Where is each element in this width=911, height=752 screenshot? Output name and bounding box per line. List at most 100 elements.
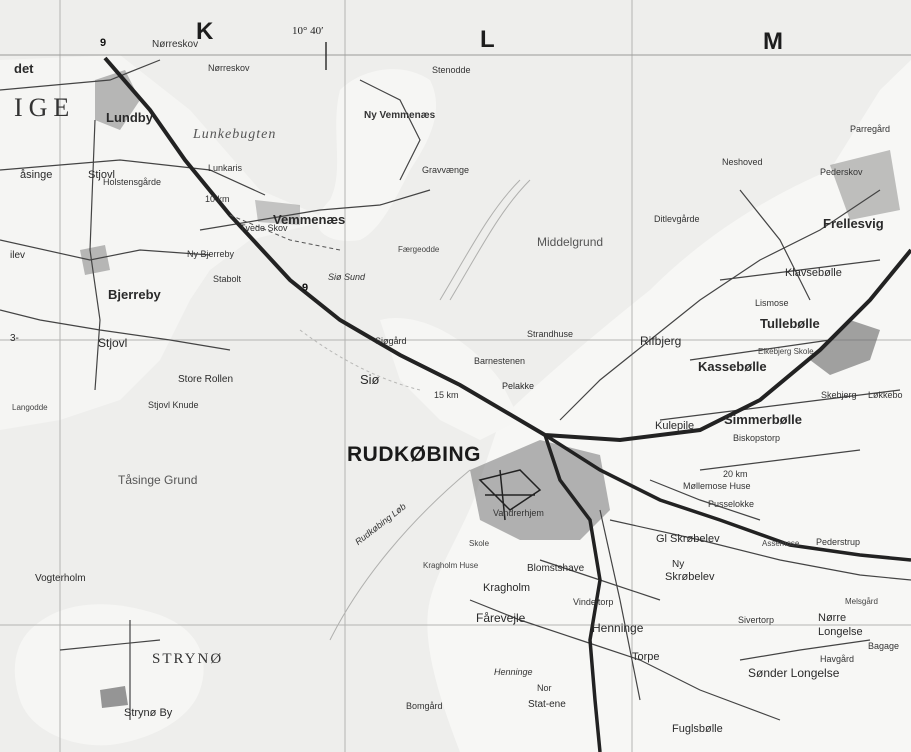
island-label-edge: IGE [14,93,76,122]
water-label-lunkebugten: Lunkebugten [193,127,277,142]
water-label-sio-sund: Siø Sund [328,272,366,282]
channel-line-2 [439,179,521,301]
main-road-9 [103,56,911,443]
grid-letter-m: M [763,28,783,55]
place-label-sivertorp: Sivertorp [738,615,775,625]
place-label-lokkebo: Løkkebo [868,390,903,400]
road-number-label: 9 [100,37,107,49]
place-label-faergeodde: Færgeodde [398,245,440,254]
place-label-vandrerhjem: Vandrerhjem [493,508,544,518]
place-label-farevejle: Fårevejle [476,611,526,625]
place-label-stryno-by: Strynø By [124,707,173,719]
place-label-ny: Ny [672,559,685,570]
place-label-klavsebolle: Klavsebølle [785,267,842,279]
frellesvig-urban-area [830,150,900,220]
main-road-east [544,433,911,562]
place-label-vindeltorp: Vindeltorp [573,597,614,607]
place-label-melsgard: Melsgård [845,597,878,606]
place-label-skrobelev: Skrøbelev [665,571,715,583]
place-label-havgard: Havgård [820,654,855,664]
place-label-stabolt: Stabolt [213,274,242,284]
place-label-torpe: Torpe [632,651,660,663]
place-label-rifbjerg: Rifbjerg [640,334,682,348]
place-label-ny-bjerreby: Ny Bjerreby [187,249,235,259]
town-label-lundby[interactable]: Lundby [106,110,153,125]
place-label-sonder-longelse: Sønder Longelse [748,666,840,680]
grid-letter-k: K [196,18,214,45]
place-label-elkebjerg-skole: Elkebjerg Skole [758,347,814,356]
place-label-nor: Nor [537,683,552,693]
town-label-kasseballe[interactable]: Kassebølle [698,359,767,374]
bjerreby-urban-area [80,245,110,275]
main-road-south [543,434,602,752]
stryno-by-urban-area [100,686,128,708]
town-label-rudkobing[interactable]: RUDKØBING [347,443,481,466]
road-number-label: 9 [302,282,309,294]
place-label-parregard: Parregård [850,124,891,134]
town-label-frellesvig[interactable]: Frellesvig [823,216,884,231]
place-label-assemose: Assemose [762,539,800,548]
place-label-holstensgarde: Holstensgårde [103,177,162,187]
town-label-vemmenaes[interactable]: Vemmenæs [273,212,346,227]
place-label-skebjerg: Skebjerg [821,390,857,400]
place-label-pederstrup: Pederstrup [816,537,861,547]
place-label-fuglsbolle: Fuglsbølle [672,723,723,735]
distance-label: 10 km [205,194,230,204]
place-label-det: det [14,61,34,76]
place-label-ditlevgarde: Ditlevgårde [654,214,700,224]
place-label-edge-3: 3- [10,333,19,344]
distance-label: 20 km [723,469,748,479]
grid-letter-l: L [480,26,495,53]
place-label-ilev: ilev [10,250,26,261]
place-label-bomgard: Bomgård [406,701,443,711]
place-label-ny-vemmenaes: Ny Vemmenæs [364,110,436,121]
place-label-stenodde: Stenodde [432,65,471,75]
place-label-blomstshave: Blomstshave [527,563,585,574]
place-label-lunkaris: Lunkaris [208,163,243,173]
place-label-henninge: Henninge [592,621,644,635]
place-label-siogard: Siøgård [375,336,407,346]
place-label-gravvaenge: Gravvænge [422,165,470,175]
place-label-stat-ene: Stat-ene [528,699,566,710]
town-label-tullebolle[interactable]: Tullebølle [760,316,820,331]
island-label-stryno[interactable]: STRYNØ [152,651,224,667]
land-langeland [427,60,911,752]
place-label-norreskov-2: Nørreskov [208,63,250,73]
place-label-bagage: Bagage [868,641,900,651]
place-label-stjovl: Stjovl [98,336,128,350]
place-label-kragholm: Kragholm [483,582,531,594]
tullebolle-urban-area [810,320,880,375]
place-label-barnestenen: Barnestenen [474,356,526,366]
place-label-henninge-nor: Henninge [494,667,533,677]
place-label-stjovl-knude: Stjovl Knude [148,400,199,410]
place-label-norreskov: Nørreskov [152,39,199,50]
place-label-langodde: Langodde [12,403,48,412]
place-label-sio: Siø [360,372,380,387]
water-label-tasinge-grund: Tåsinge Grund [118,473,198,487]
land-tasinge [0,55,330,430]
place-label-vogterholm: Vogterholm [35,573,86,584]
town-label-bjerreby[interactable]: Bjerreby [108,287,161,302]
place-label-kulepile: Kulepile [655,420,695,432]
place-label-pelakke: Pelakke [502,381,535,391]
place-label-biskopstorp: Biskopstorp [733,433,781,443]
place-label-asinge: åsinge [20,169,53,181]
place-label-tvede-skov: Tvede Skov [240,223,288,233]
town-label-simmerbolle[interactable]: Simmerbølle [724,412,803,427]
place-label-pederskov: Pederskov [820,167,863,177]
place-label-strandhuse: Strandhuse [527,329,574,339]
rudkobing-streets [478,469,542,521]
channel-line [329,469,471,641]
place-label-lismose: Lismose [755,298,789,308]
place-label-longelse: Longelse [818,626,863,638]
longitude-label: 10° 40′ [292,25,324,37]
land-stryno [14,604,204,746]
place-label-kragholm-huse: Kragholm Huse [423,561,479,570]
place-label-skole: Skole [469,539,490,548]
ferry-route [229,214,341,251]
water-label-middelgrund: Middelgrund [537,235,604,249]
channel-line-3 [449,179,531,301]
shoal-line [299,329,421,391]
